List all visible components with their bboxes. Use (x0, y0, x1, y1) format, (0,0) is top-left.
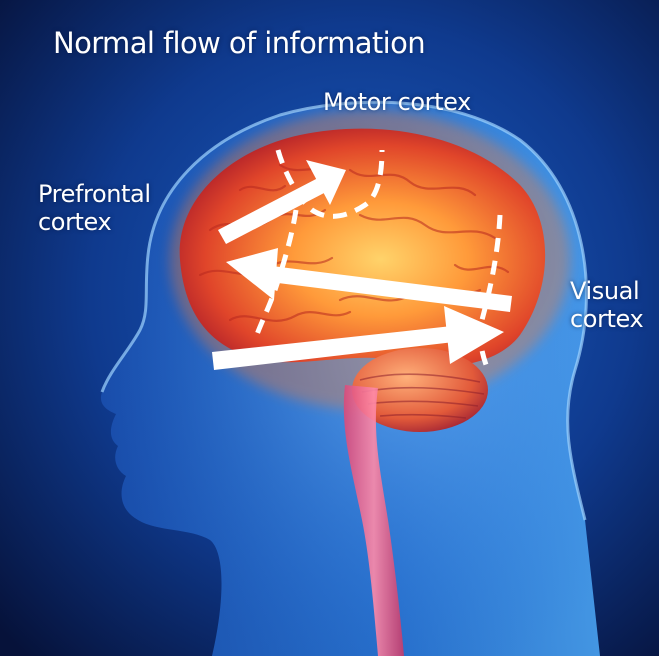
label-prefrontal-line1: Prefrontal (38, 180, 151, 208)
label-motor-cortex: Motor cortex (323, 88, 471, 116)
label-prefrontal-line2: cortex (38, 208, 151, 236)
label-visual-line1: Visual (570, 277, 643, 305)
label-visual-line2: cortex (570, 305, 643, 333)
label-visual-cortex: Visual cortex (570, 277, 643, 334)
diagram-title: Normal flow of information (53, 26, 425, 60)
label-prefrontal-cortex: Prefrontal cortex (38, 180, 151, 237)
